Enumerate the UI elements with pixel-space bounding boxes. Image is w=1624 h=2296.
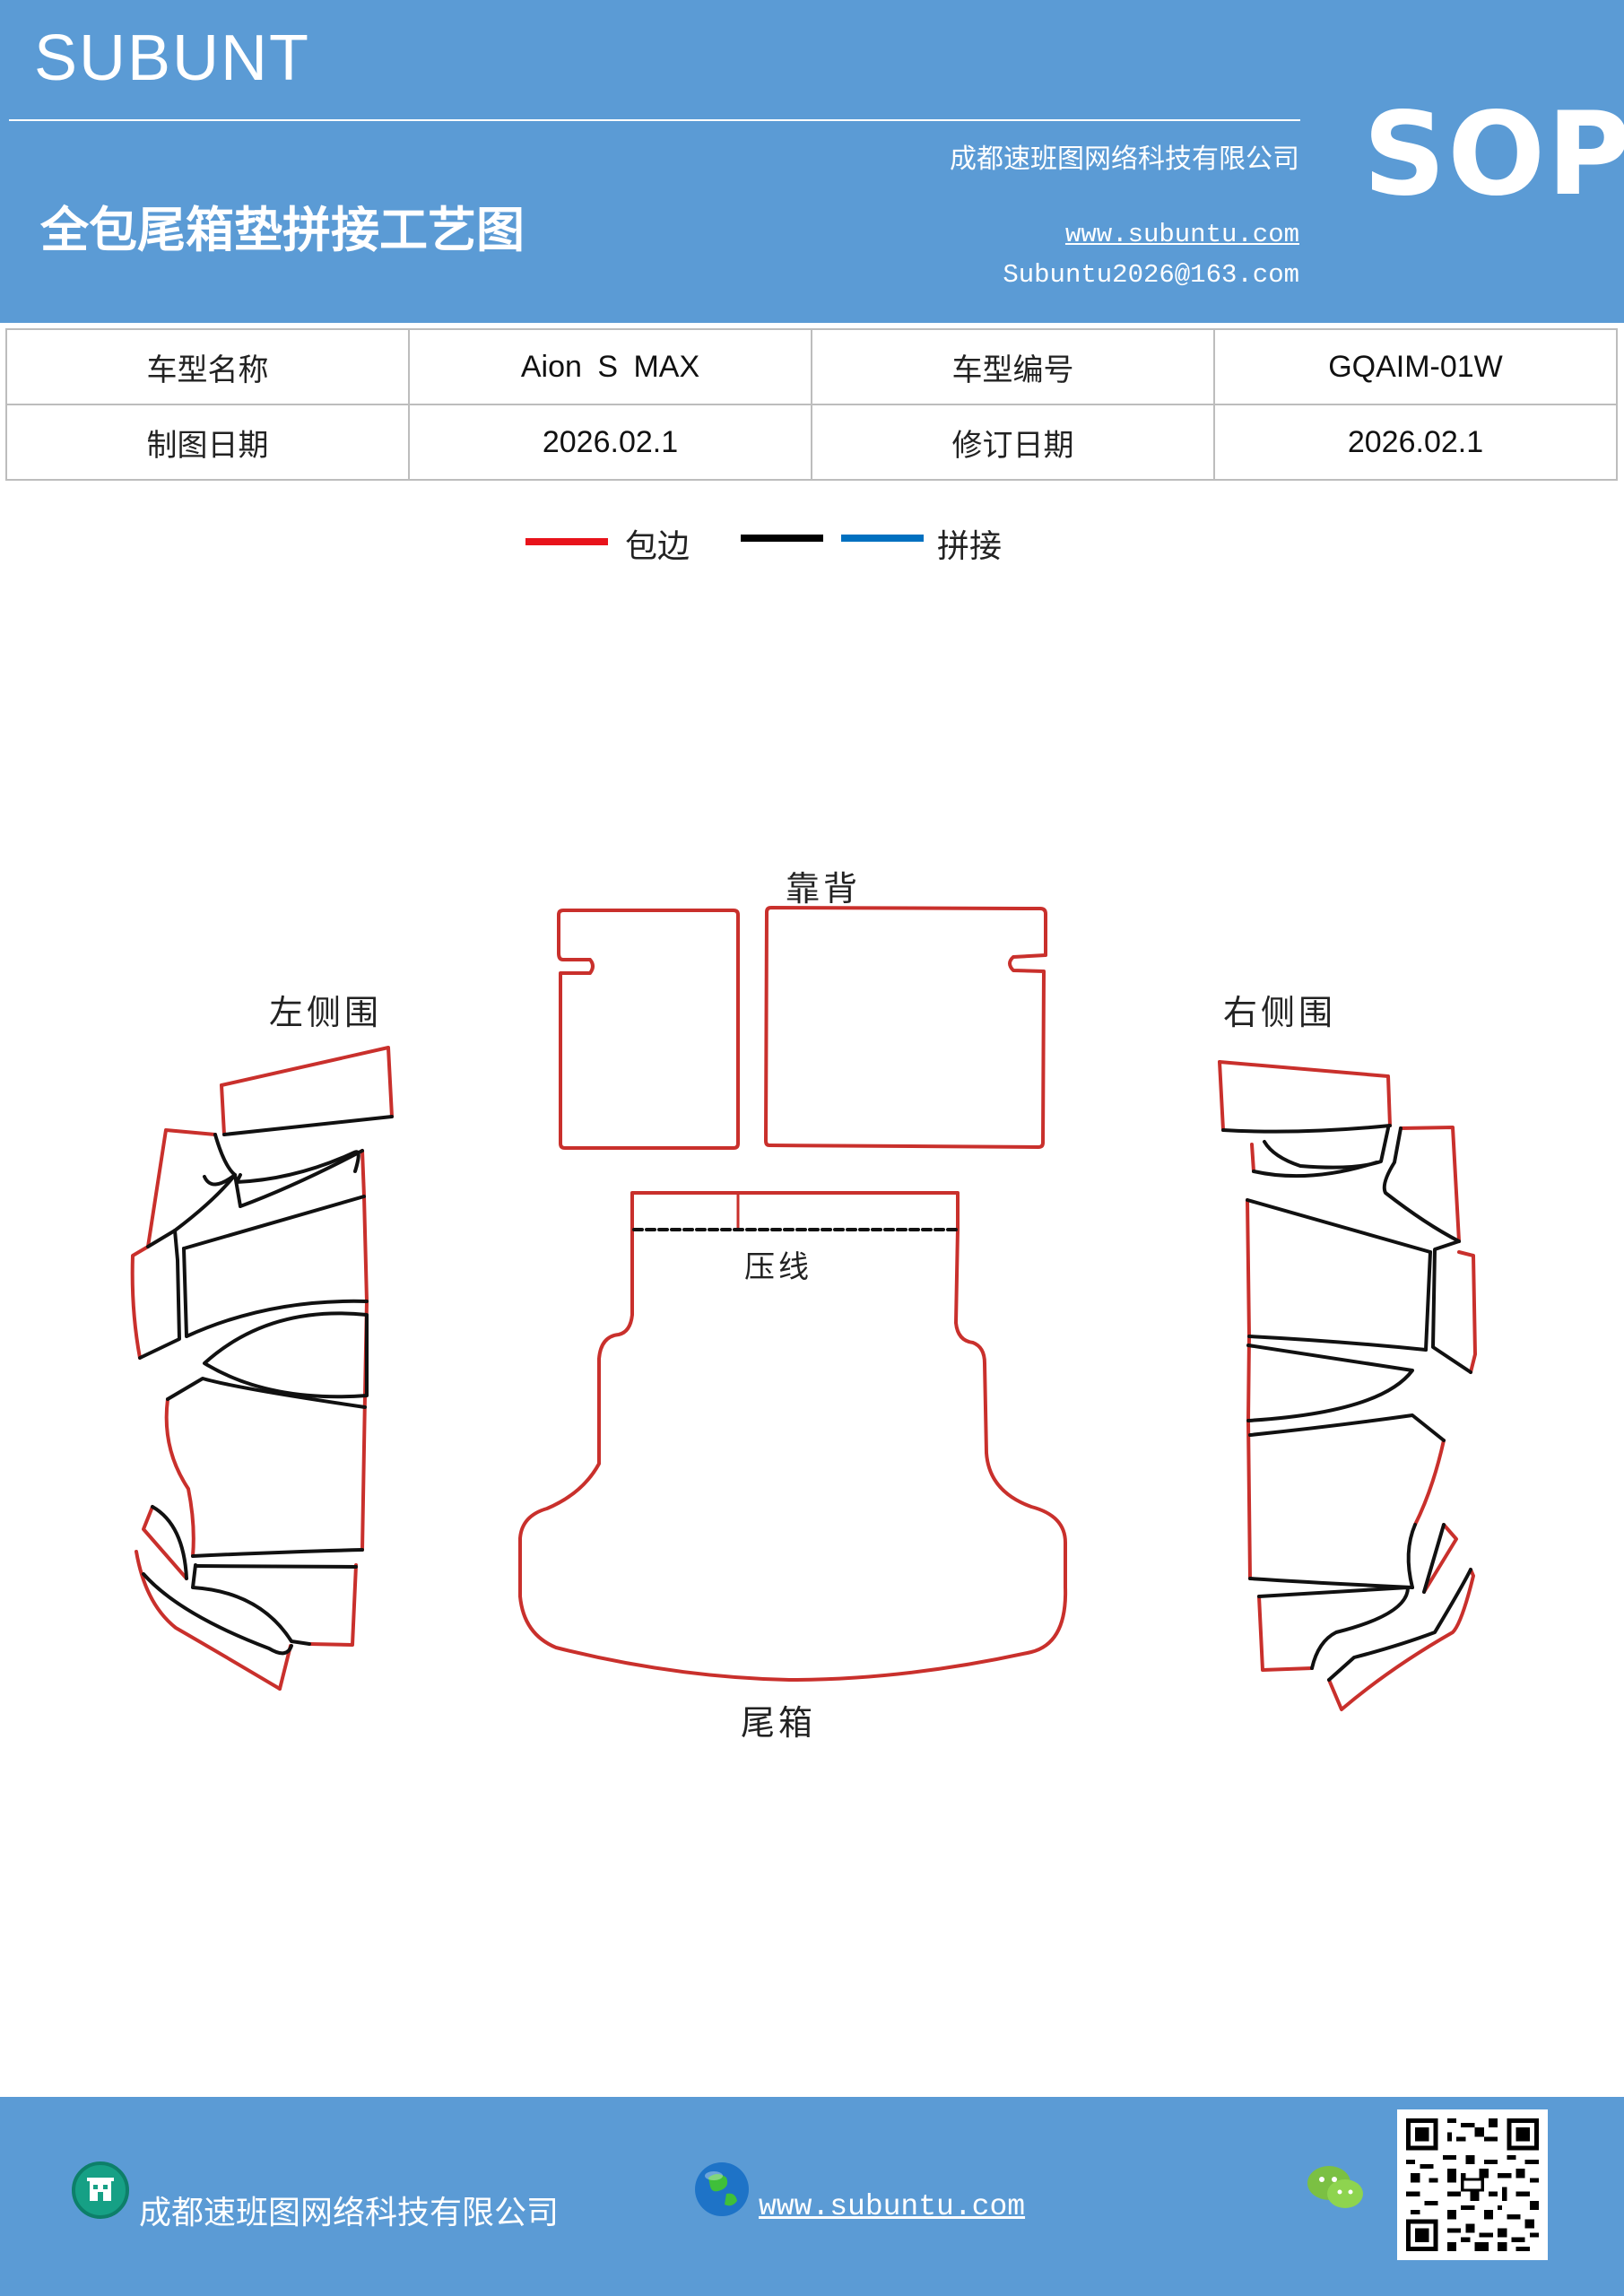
table-row: 制图日期 2026.02.1 修订日期 2026.02.1 bbox=[5, 404, 1618, 481]
header-banner: SUBUNT 成都速班图网络科技有限公司 全包尾箱垫拼接工艺图 www.subu… bbox=[0, 0, 1624, 323]
trunk-label: 尾箱 bbox=[741, 1703, 817, 1743]
legend-edge-label: 包边 bbox=[625, 528, 690, 565]
building-icon bbox=[72, 2161, 129, 2219]
table-row: 车型名称 Aion S MAX 车型编号 GQAIM-01W bbox=[5, 328, 1618, 405]
model-code-value: GQAIM-01W bbox=[1213, 328, 1618, 405]
backrest-right-panel bbox=[764, 906, 1047, 1149]
wechat-icon[interactable] bbox=[1306, 2163, 1365, 2213]
header-company-name: 成都速班图网络科技有限公司 bbox=[950, 144, 1299, 175]
left-side-label: 左侧围 bbox=[269, 993, 383, 1032]
right-side-label: 右侧围 bbox=[1223, 993, 1337, 1032]
header-email: Subuntu2026@163.com bbox=[1003, 260, 1299, 290]
backrest-panels bbox=[557, 906, 1047, 1150]
legend: 包边 拼接 bbox=[0, 520, 1624, 583]
globe-icon bbox=[692, 2160, 751, 2219]
legend-edge-line bbox=[525, 538, 608, 545]
backrest-label: 靠背 bbox=[786, 869, 862, 909]
drawing-date-label: 制图日期 bbox=[5, 404, 410, 481]
legend-blue-line bbox=[841, 535, 924, 542]
crease-label: 压线 bbox=[744, 1249, 812, 1285]
footer-banner: 成都速班图网络科技有限公司 www.subuntu.com bbox=[0, 2097, 1624, 2296]
legend-black-line bbox=[741, 535, 823, 542]
model-code-label: 车型编号 bbox=[811, 328, 1215, 405]
document-title: 全包尾箱垫拼接工艺图 bbox=[40, 202, 525, 258]
model-name-value: Aion S MAX bbox=[408, 328, 812, 405]
legend-splice-label: 拼接 bbox=[937, 528, 1003, 565]
header-divider bbox=[9, 119, 1300, 121]
header-website-link[interactable]: www.subuntu.com bbox=[1064, 220, 1299, 249]
model-name-label: 车型名称 bbox=[5, 328, 410, 405]
revision-date-value: 2026.02.1 bbox=[1213, 404, 1618, 481]
left-side-panels bbox=[130, 1046, 394, 1691]
brand-name: SUBUNT bbox=[34, 22, 311, 94]
footer-company-name: 成都速班图网络科技有限公司 bbox=[139, 2195, 560, 2231]
vehicle-info-table: 车型名称 Aion S MAX 车型编号 GQAIM-01W 制图日期 2026… bbox=[5, 328, 1618, 481]
drawing-date-value: 2026.02.1 bbox=[408, 404, 812, 481]
qr-code-icon bbox=[1397, 2109, 1548, 2260]
sop-mark: SOP bbox=[1363, 88, 1624, 222]
backrest-left-panel bbox=[557, 909, 740, 1150]
right-side-panels bbox=[1218, 1060, 1477, 1711]
footer-website-link[interactable]: www.subuntu.com bbox=[759, 2190, 1026, 2223]
revision-date-label: 修订日期 bbox=[811, 404, 1215, 481]
